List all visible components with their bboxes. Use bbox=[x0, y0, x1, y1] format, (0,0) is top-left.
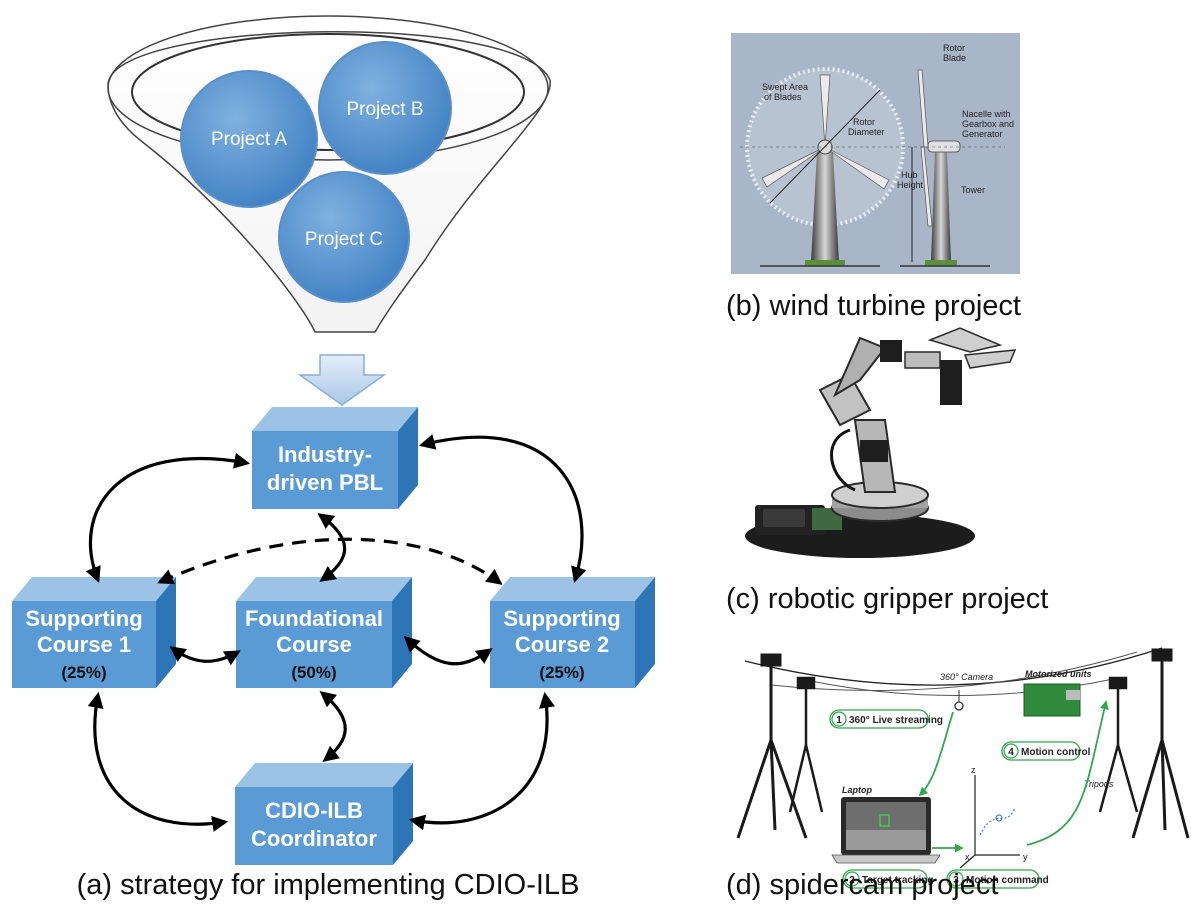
laptop-icon bbox=[831, 797, 941, 864]
step-1-num: 1 bbox=[836, 715, 842, 726]
pbl-line2: driven PBL bbox=[267, 470, 383, 495]
arrow-supporting1-supporting2-dashed bbox=[157, 537, 503, 585]
panel-a: Project A Project B Project C Industry- … bbox=[12, 15, 655, 901]
swept-area-label-2: of Blades bbox=[764, 92, 802, 102]
axis-z-label: z bbox=[971, 765, 976, 775]
step-2-num: 2 bbox=[849, 875, 855, 886]
step-1-label: 360° Live streaming bbox=[849, 715, 943, 726]
trajectory-plot: z x y bbox=[959, 765, 1028, 869]
caption-d: (d) spidercam project bbox=[726, 869, 998, 901]
robotic-arm-image bbox=[745, 327, 1017, 558]
rotor-diameter-label-1: Rotor bbox=[853, 117, 875, 127]
rotor-diameter-label-2: Diameter bbox=[848, 127, 885, 137]
nacelle-label-2: Gearbox and bbox=[962, 119, 1014, 129]
pbl-line1: Industry- bbox=[278, 442, 372, 467]
step-2-label: Target tracking bbox=[862, 875, 934, 886]
foundational-line2: Course bbox=[276, 632, 352, 657]
tripod-icon bbox=[736, 653, 808, 839]
camera-icon bbox=[954, 701, 964, 711]
box-foundational-course: Foundational Course (50%) bbox=[236, 577, 412, 688]
project-a-circle: Project A bbox=[180, 70, 318, 208]
coordinator-line1: CDIO-ILB bbox=[265, 798, 363, 823]
panel-d: 360° Camera Tripods bbox=[726, 647, 1190, 901]
foundational-line1: Foundational bbox=[245, 606, 383, 631]
motorized-label: Motorized units bbox=[1025, 669, 1092, 679]
step-4-label: Motion control bbox=[1021, 747, 1091, 758]
arrow-foundational-coordinator bbox=[319, 690, 347, 763]
project-c-circle: Project C bbox=[278, 171, 410, 303]
foundational-pct: (50%) bbox=[291, 663, 336, 682]
arrow-foundational-supporting2 bbox=[403, 635, 493, 666]
caption-b: (b) wind turbine project bbox=[726, 290, 1021, 322]
step-3-label: Motion command bbox=[966, 875, 1049, 886]
tower-label: Tower bbox=[961, 185, 985, 195]
swept-area-label-1: Swept Area bbox=[762, 82, 808, 92]
step-1-pill: 1 360° Live streaming bbox=[829, 709, 943, 729]
caption-a: (a) strategy for implementing CDIO-ILB bbox=[77, 869, 580, 901]
project-a-label: Project A bbox=[211, 129, 287, 150]
project-b-circle: Project B bbox=[318, 41, 452, 175]
caption-c: (c) robotic gripper project bbox=[726, 583, 1048, 615]
supporting2-line2: Course 2 bbox=[515, 632, 609, 657]
camera-label: 360° Camera bbox=[940, 672, 993, 682]
turbine-tower-icon bbox=[811, 152, 839, 262]
nacelle-label-1: Nacelle with bbox=[962, 109, 1011, 119]
arrow-camera-laptop bbox=[918, 711, 954, 797]
box-supporting-course-2: Supporting Course 2 (25%) bbox=[490, 577, 655, 688]
box-cdio-ilb-coordinator: CDIO-ILB Coordinator bbox=[235, 763, 413, 865]
supporting1-pct: (25%) bbox=[61, 663, 106, 682]
hub-height-label-1: Hub bbox=[901, 170, 918, 180]
panel-c: (c) robotic gripper project bbox=[726, 327, 1048, 615]
nacelle-label-3: Generator bbox=[962, 129, 1003, 139]
arrow-supporting2-coordinator bbox=[408, 691, 555, 831]
project-b-label: Project B bbox=[346, 99, 423, 120]
rotor-blade-label-1: Rotor bbox=[943, 43, 965, 53]
arrow-plot-motor bbox=[1026, 700, 1109, 846]
box-supporting-course-1: Supporting Course 1 (25%) bbox=[12, 577, 176, 688]
arrow-supporting1-coordinator bbox=[87, 691, 229, 832]
laptop-label: Laptop bbox=[842, 785, 872, 795]
step-4-num: 4 bbox=[1008, 747, 1014, 758]
step-4-pill: 4 Motion control bbox=[1001, 741, 1091, 761]
nacelle-icon bbox=[927, 140, 961, 153]
step-3-num: 3 bbox=[953, 875, 959, 886]
axis-x-label: x bbox=[965, 852, 970, 862]
arrow-pbl-supporting1 bbox=[85, 452, 251, 583]
step-3-pill: 3 Motion command bbox=[946, 869, 1049, 889]
project-c-label: Project C bbox=[305, 229, 383, 250]
supporting1-line1: Supporting bbox=[25, 606, 142, 631]
supporting2-pct: (25%) bbox=[539, 663, 584, 682]
step-2-pill: 2 Target tracking bbox=[842, 869, 934, 889]
arrow-pbl-foundational bbox=[317, 513, 347, 582]
coordinator-line2: Coordinator bbox=[251, 826, 377, 851]
hub-height-label-2: Height bbox=[897, 180, 924, 190]
panel-b: Swept Area of Blades Rotor Diameter Roto… bbox=[726, 33, 1021, 322]
arrow-supporting1-foundational bbox=[169, 646, 241, 666]
supporting2-line1: Supporting bbox=[503, 606, 620, 631]
tripods-label: Tripods bbox=[1084, 779, 1114, 789]
supporting1-line2: Course 1 bbox=[37, 632, 131, 657]
rotor-blade-label-2: Blade bbox=[943, 53, 966, 63]
axis-y-label: y bbox=[1023, 852, 1028, 862]
arrow-pbl-supporting2 bbox=[418, 434, 587, 584]
cable-line bbox=[744, 647, 1163, 686]
down-arrow bbox=[297, 354, 387, 406]
box-industry-pbl: Industry- driven PBL bbox=[252, 407, 418, 509]
